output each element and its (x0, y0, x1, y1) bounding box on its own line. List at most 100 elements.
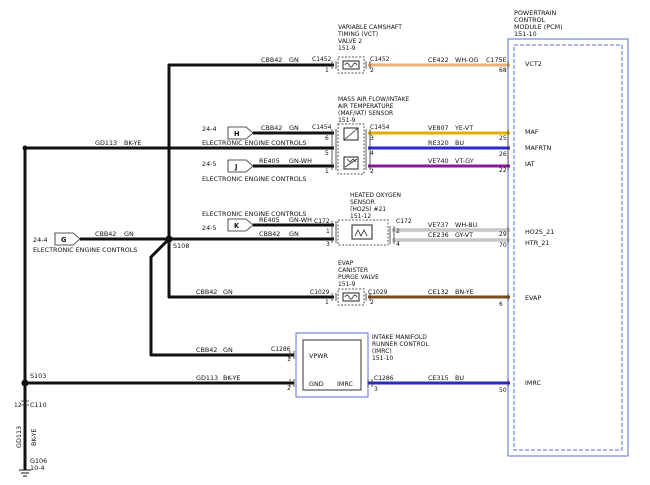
ho2s-signal-color: WH-BU (455, 221, 478, 229)
evap-connector-in: C1029 (310, 289, 330, 296)
vct-title-1: VARIABLE CAMSHAFT (338, 24, 402, 31)
ground-g106-page: 10-4 (30, 464, 45, 472)
wire-maf-ground-main (23, 146, 334, 470)
splice-s103-dot (21, 379, 29, 387)
ho2s-connector-out: C172 (396, 218, 412, 225)
connector-mark-ho2s (331, 221, 395, 244)
imrc-label-gnd: GND (309, 380, 324, 388)
imrc-pin-out: 3 (374, 386, 378, 393)
vct-valve-coil (342, 60, 360, 70)
imrc-power-color: GN (223, 346, 233, 354)
wire-vct-power (167, 63, 334, 239)
evap-signal-circuit: CE132 (428, 288, 449, 296)
ref-h-page: 24-4 (202, 125, 217, 133)
evap-valve: EVAP CANISTER PURGE VALVE 151-9 C1029 1 … (310, 260, 388, 306)
evap-title-1: EVAP (338, 260, 354, 267)
ho2s-sensor: HEATED OXYGEN SENSOR (HO2S) #21 151-12 C… (314, 192, 412, 248)
evap-title-2: CANISTER (338, 267, 368, 274)
connector-mark-maf (331, 129, 371, 170)
iat-signal-color: VT-GY (455, 157, 474, 165)
evap-pin-in: 1 (325, 299, 329, 306)
imrc-label-imrc: IMRC (337, 380, 354, 388)
ref-k-letter: K (234, 222, 240, 230)
ref-j-page: 24-5 (202, 160, 217, 168)
imrc-ground-circuit: GD113 (196, 374, 218, 382)
ground-g106-label: G106 (30, 457, 47, 465)
maf-title-4: 151-9 (338, 117, 356, 124)
ho2s-title-2: SENSOR (350, 199, 375, 206)
evap-valve-coil (342, 292, 360, 302)
ref-k-tag (227, 218, 254, 232)
ho2s-sensor-box (337, 219, 389, 246)
maf-ground-color: BK-YE (124, 139, 141, 147)
iat-signal-circuit: VE740 (428, 157, 449, 165)
connector-mark-vct (331, 61, 371, 69)
g-feed-color: GN (124, 230, 134, 238)
splices-ground: S108 S103 12 C110 G106 10-4 (14, 242, 189, 477)
vct-pin-in: 1 (325, 67, 329, 74)
maf-power-color: GN (289, 124, 299, 132)
connector-mark-imrc (289, 351, 373, 387)
ho2s-pin-in-2: 3 (326, 241, 330, 248)
pcm-inner-border (513, 44, 623, 451)
ho2s-element (351, 224, 373, 240)
evap-signal-color: BN-YE (455, 288, 474, 296)
ref-eec-2: ELECTRONIC ENGINE CONTROLS (202, 175, 306, 183)
imrc-connector-in: C1286 (271, 346, 291, 353)
ref-k-page: 24-5 (202, 224, 217, 232)
ref-h-tag (227, 126, 254, 140)
maf-element-diag (343, 127, 359, 141)
pcm-title-1: POWERTRAIN (514, 9, 557, 17)
vct-power-circuit: CBB42 (261, 56, 282, 64)
maf-rtn-color: BU (455, 139, 464, 147)
evap-power-color: GN (223, 288, 233, 296)
vct-signal-color: WH-OG (455, 56, 479, 64)
ho2s-rtn-color: GN-WH (289, 216, 312, 224)
reference-tags: 24-4 H 24-5 J 24-5 K 24-4 G ELECTRONIC E… (33, 125, 306, 254)
vct-connector-out: C1452 (370, 56, 390, 63)
ref-g-page: 24-4 (33, 236, 48, 244)
vct-valve-solenoid (344, 62, 358, 68)
imrc-connector-out: C1286 (374, 375, 394, 382)
maf-ground-circuit: GD113 (95, 139, 117, 147)
ref-eec-1: ELECTRONIC ENGINE CONTROLS (202, 139, 306, 147)
connector-marks (289, 61, 509, 387)
ref-j-letter: J (234, 163, 237, 171)
splice-s108-dot (165, 235, 173, 243)
connector-mark-evap (331, 293, 371, 301)
imrc-title-3: (IMRC) (372, 348, 392, 355)
signal-wires (360, 63, 510, 385)
vct-power-color: GN (289, 56, 299, 64)
pcm-pin-label-mafrtn: MAFRTN (525, 144, 551, 152)
imrc-pin-in-2: 2 (287, 385, 291, 392)
ho2s-heater-symbol (354, 229, 368, 237)
maf-pin-in-3: 1 (325, 168, 329, 175)
imrc-title-4: 151-10 (372, 355, 393, 362)
pcm-pin-label-iat: IAT (525, 160, 535, 168)
wire-imrc-power (149, 237, 294, 357)
evap-power-circuit: CBB42 (196, 288, 217, 296)
ground-vertical-color: BK-YE (30, 429, 38, 446)
vct-signal-connector: C175E (486, 56, 507, 64)
maf-connector-out: C1454 (370, 124, 390, 131)
maf-pin-out-1: 3 (370, 135, 374, 142)
ref-eec-4: ELECTRONIC ENGINE CONTROLS (33, 246, 137, 254)
wire-inner-lines (392, 229, 510, 241)
iat-in-circuit: RE405 (259, 157, 280, 165)
ref-h-letter: H (234, 130, 240, 138)
g-feed-circuit: CBB42 (95, 230, 116, 238)
ho2s-pin-in-1: 1 (326, 228, 330, 235)
ho2s-signal-circuit: VE737 (428, 221, 449, 229)
imrc-ground-color: BK-YE (223, 374, 240, 382)
maf-signal-circuit: VE807 (428, 124, 449, 132)
maf-power-circuit: CBB42 (261, 124, 282, 132)
ho2s-heater-circuit: CE236 (428, 231, 449, 239)
maf-rtn-circuit: RE320 (428, 139, 449, 147)
maf-title-2: AIR TEMPERATURE (338, 103, 394, 110)
pcm-pin-label-evap: EVAP (525, 294, 541, 302)
imrc-title-1: INTAKE MANIFOLD (372, 334, 427, 341)
iat-in-color: GN-WH (289, 157, 312, 165)
maf-pin-in-1: 6 (325, 135, 329, 142)
vct-title-2: TIMING (VCT) (337, 31, 378, 38)
vct-valve: VARIABLE CAMSHAFT TIMING (VCT) VALVE 2 1… (312, 24, 402, 74)
